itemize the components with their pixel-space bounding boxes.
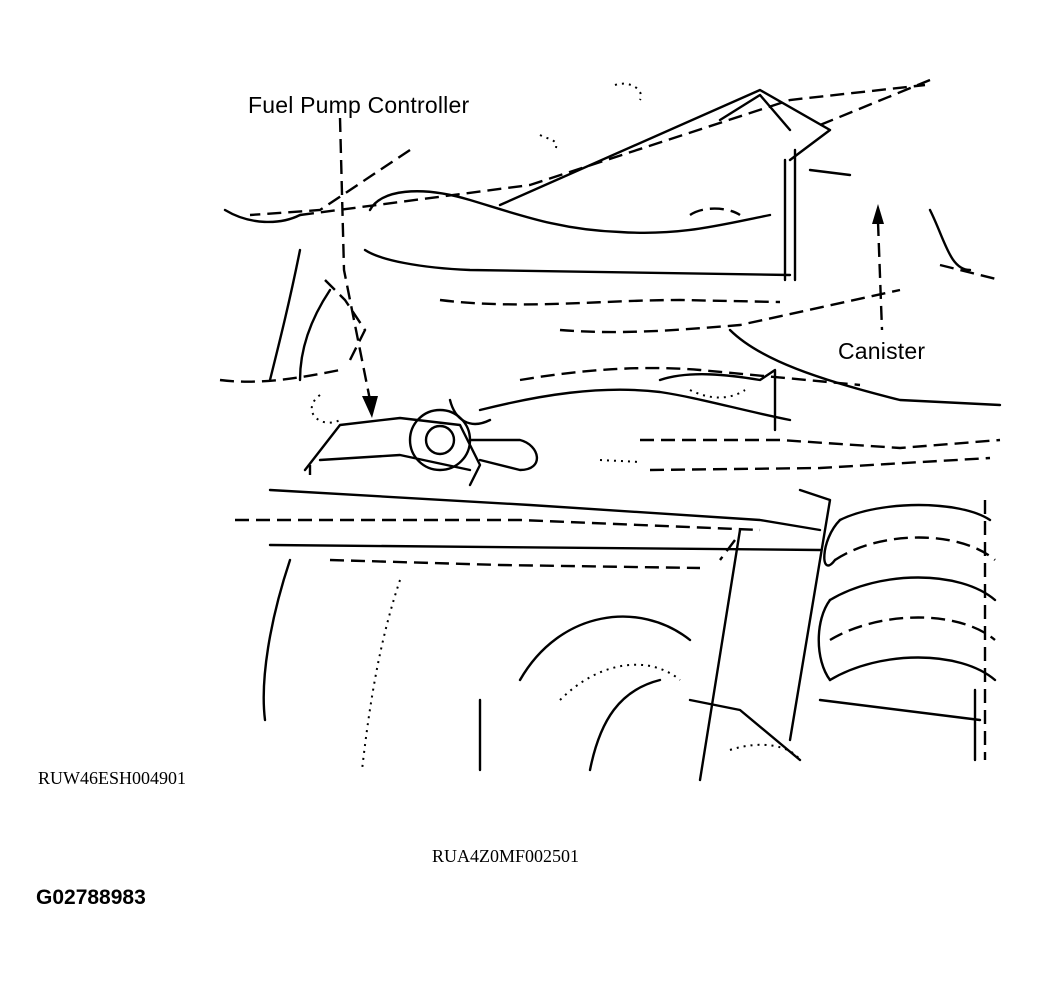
- figure-id: G02788983: [36, 886, 146, 909]
- strut-and-subframe: [688, 488, 982, 782]
- canister-leader: [872, 204, 884, 331]
- coil-spring: [817, 500, 997, 762]
- drawing-code-left: RUW46ESH004901: [38, 768, 186, 788]
- fuel-pump-controller-label: Fuel Pump Controller: [248, 92, 470, 118]
- fuel-pump-controller-unit: [303, 279, 539, 487]
- drawing-code-center: RUA4Z0MF002501: [432, 846, 580, 866]
- canister-label: Canister: [838, 338, 926, 364]
- fuel-pump-controller-leader: [338, 117, 378, 418]
- wheel-arch-curves: [262, 248, 801, 772]
- upper-frame-lines: [223, 78, 931, 282]
- hose-routing-lines: [363, 168, 1002, 472]
